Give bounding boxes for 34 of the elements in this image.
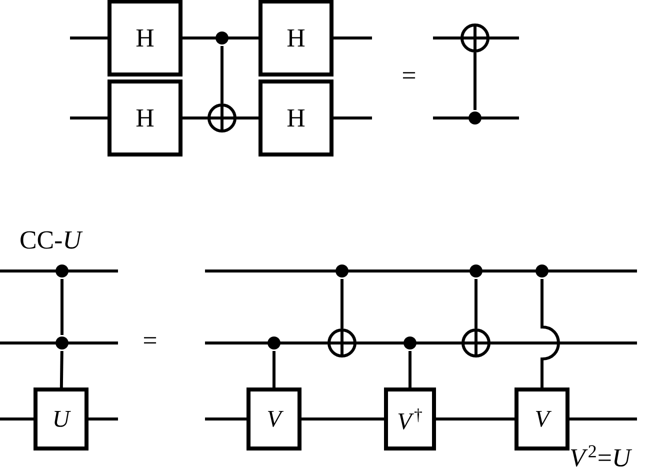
gate-box: V$^{†}$ (384, 388, 436, 450)
control-dot (56, 264, 68, 278)
gate-label: V$^{2}$=U (570, 445, 632, 467)
control-line (340, 279, 344, 328)
control-dot (268, 336, 280, 350)
control-dot (336, 264, 348, 278)
gate-box: H (108, 80, 182, 156)
control-line (474, 52, 476, 110)
control-dot (404, 336, 416, 350)
control-line (540, 279, 560, 388)
control-dot (468, 112, 482, 124)
control-line (220, 46, 224, 104)
gate-box: H (258, 80, 334, 156)
control-line (272, 351, 276, 388)
target-symbol (460, 24, 490, 52)
target-symbol (462, 328, 490, 358)
gate-box: V (246, 388, 302, 450)
gate-label: CC-U (20, 231, 83, 249)
gate-box: V (514, 388, 570, 450)
equals-sign: = (144, 337, 156, 344)
control-dot (470, 264, 482, 278)
gate-box: H (108, 0, 182, 76)
control-dot (536, 264, 548, 278)
target-symbol (208, 104, 236, 132)
gate-box: H (258, 0, 334, 76)
gate-box: U (34, 388, 88, 450)
control-line (408, 351, 412, 388)
control-line (474, 279, 478, 328)
control-line (60, 350, 64, 388)
target-symbol (328, 328, 356, 358)
equals-sign: = (403, 72, 416, 79)
control-line (60, 279, 64, 335)
control-dot (216, 32, 228, 44)
control-dot (56, 336, 68, 350)
